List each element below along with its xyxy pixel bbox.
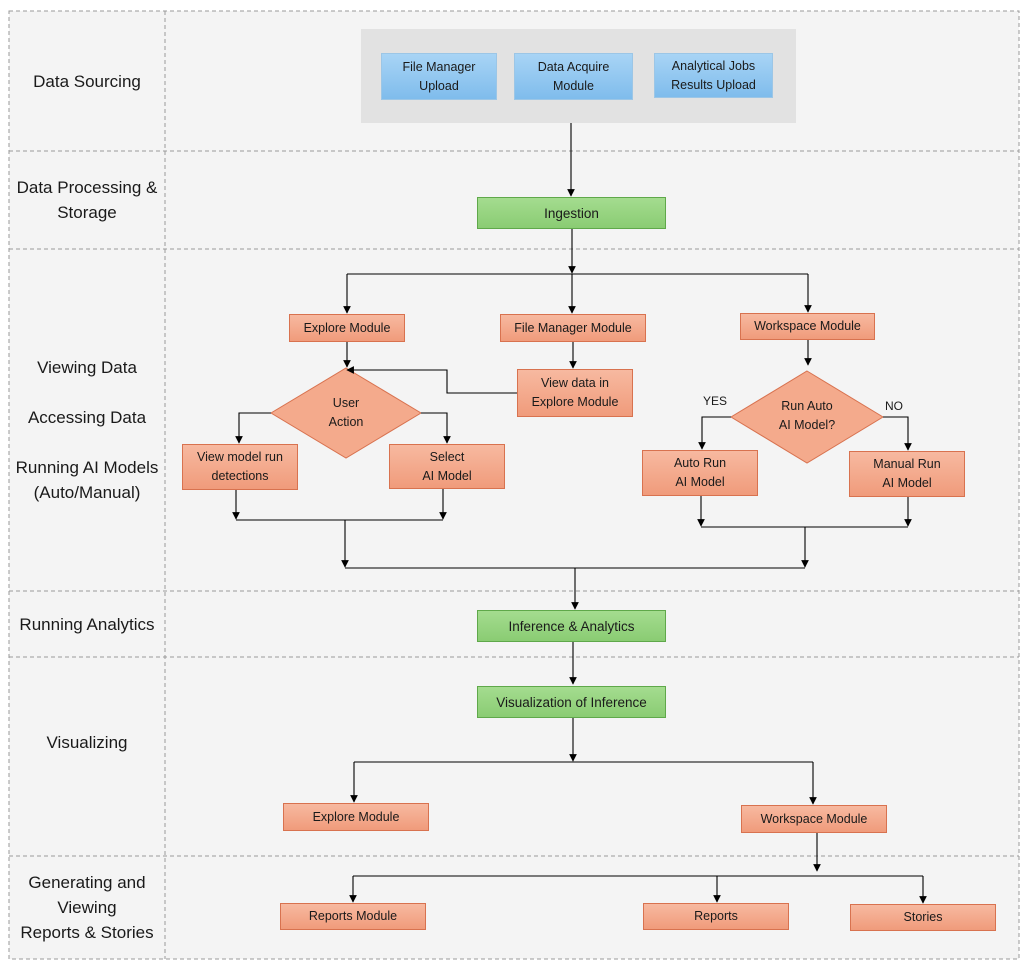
lane-title: Running Analytics: [19, 614, 155, 634]
run-auto-question-label: Run Auto AI Model?: [778, 399, 836, 432]
vis-explore-module-box: Explore Module: [283, 803, 429, 831]
yes-edge-label: YES: [703, 394, 728, 408]
lane-title: Viewing Data: [37, 358, 137, 377]
lane-label-processing: Data Processing & Storage: [9, 151, 165, 249]
lane-title: Visualizing: [46, 732, 128, 752]
arrow-diamond-autorun: [698, 416, 731, 450]
arrow-viewdata-useraction: [346, 366, 517, 394]
lane-title: Accessing Data: [27, 408, 147, 427]
lane-title: Generating and: [28, 873, 146, 892]
lane-title: Data Sourcing: [33, 71, 141, 91]
view-detections-box: View model run detections: [182, 444, 298, 490]
lane-label-analytics: Running Analytics: [9, 591, 165, 657]
arrow-diamond-manualrun: [883, 416, 912, 451]
lane-title: Storage: [57, 203, 117, 222]
manual-run-box: Manual Run AI Model: [849, 451, 965, 497]
data-acquire-box: Data Acquire Module: [514, 53, 633, 100]
lane-label-viewing: Viewing Data Accessing Data Running AI M…: [9, 355, 165, 515]
user-action-diamond: [270, 367, 422, 459]
vis-workspace-module-box: Workspace Module: [741, 805, 887, 833]
arrow-useraction-select: [421, 412, 451, 444]
no-edge-label: NO: [885, 399, 903, 413]
ingestion-box: Ingestion: [477, 197, 666, 229]
visualization-box: Visualization of Inference: [477, 686, 666, 718]
stories-box: Stories: [850, 904, 996, 931]
lane-title: Running AI Models (Auto/Manual): [15, 458, 159, 502]
select-ai-model-box: Select AI Model: [389, 444, 505, 489]
lane-label-visualizing: Visualizing: [9, 657, 165, 827]
reports-module-box: Reports Module: [280, 903, 426, 930]
analytical-jobs-box: Analytical Jobs Results Upload: [654, 53, 773, 98]
workspace-module-box: Workspace Module: [740, 313, 875, 340]
arrow-useraction-detections: [235, 412, 271, 444]
file-manager-module-box: File Manager Module: [500, 314, 646, 342]
view-data-explore-box: View data in Explore Module: [517, 369, 633, 417]
connectors: [232, 123, 927, 904]
file-manager-upload-box: File Manager Upload: [381, 53, 497, 100]
explore-module-box: Explore Module: [289, 314, 405, 342]
lane-title: Reports & Stories: [20, 923, 154, 942]
lane-label-reports: Generating and Viewing Reports & Stories: [9, 870, 165, 958]
user-action-label: User Action: [328, 396, 364, 429]
auto-run-box: Auto Run AI Model: [642, 450, 758, 496]
reports-box: Reports: [643, 903, 789, 930]
lane-title: Data Processing &: [16, 178, 158, 197]
lane-label-data-sourcing: Data Sourcing: [9, 11, 165, 151]
lane-title: Viewing: [57, 898, 117, 917]
inference-analytics-box: Inference & Analytics: [477, 610, 666, 642]
run-auto-diamond: [730, 370, 884, 464]
